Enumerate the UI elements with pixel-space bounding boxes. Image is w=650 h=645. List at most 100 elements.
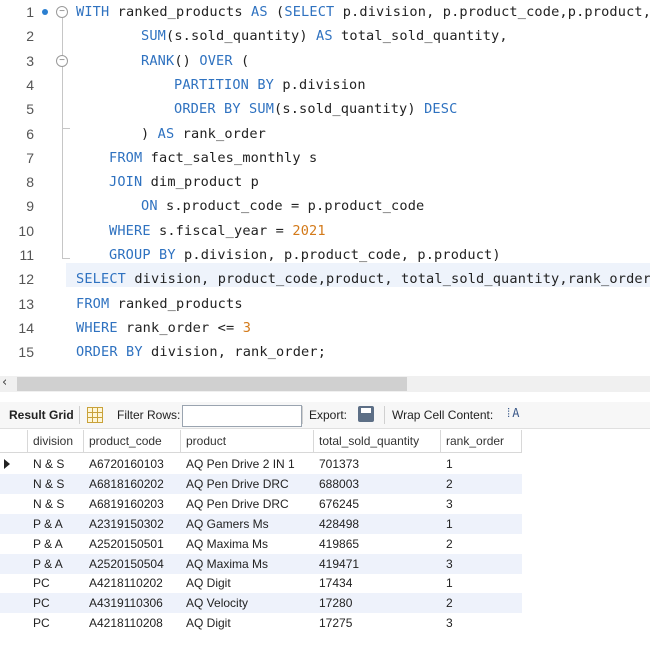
result-toolbar: Result Grid Filter Rows: Export: Wrap Ce… xyxy=(0,402,650,429)
line-number: 5 xyxy=(26,101,34,118)
cell-product[interactable]: AQ Velocity xyxy=(186,596,249,611)
cell-product[interactable]: AQ Maxima Ms xyxy=(186,556,269,571)
cell-product[interactable]: AQ Pen Drive DRC xyxy=(186,496,289,511)
export-icon[interactable] xyxy=(358,406,374,422)
horizontal-scrollbar[interactable]: ‹ xyxy=(0,375,650,392)
cell-product-code[interactable]: A4319110306 xyxy=(89,596,163,611)
grid-view-icon[interactable] xyxy=(87,407,103,423)
sql-keyword: OVER xyxy=(199,52,233,69)
cell-total-sold-quantity[interactable]: 17275 xyxy=(319,616,353,631)
statement-marker-icon xyxy=(42,9,48,15)
cell-product-code[interactable]: A4218110202 xyxy=(89,576,163,591)
code-text: PARTITION BY p.division xyxy=(174,73,366,97)
cell-division[interactable]: N & S xyxy=(33,457,65,471)
cell-rank-order[interactable]: 1 xyxy=(446,457,453,471)
cell-total-sold-quantity[interactable]: 428498 xyxy=(319,516,360,531)
cell-division[interactable]: PC xyxy=(33,616,50,631)
cell-total-sold-quantity[interactable]: 419471 xyxy=(319,556,360,571)
line-number: 2 xyxy=(26,28,34,45)
cell-total-sold-quantity[interactable]: 17280 xyxy=(319,596,353,611)
table-row[interactable]: N & S A6819160203 AQ Pen Drive DRC 676245 3 xyxy=(0,494,522,514)
cell-product-code[interactable]: A4218110208 xyxy=(89,616,163,631)
cell-rank-order[interactable]: 2 xyxy=(446,536,453,551)
cell-rank-order[interactable]: 2 xyxy=(446,596,453,611)
table-row[interactable]: P & A A2520150504 AQ Maxima Ms 419471 3 xyxy=(0,553,522,574)
sql-keyword: ON xyxy=(141,198,158,215)
fold-toggle-icon[interactable]: − xyxy=(56,54,68,67)
cell-division[interactable]: N & S xyxy=(33,496,65,511)
sql-text: ranked_products xyxy=(109,295,243,312)
table-row[interactable]: P & A A2319150302 AQ Gamers Ms 428498 1 xyxy=(0,513,522,534)
table-row[interactable]: PC A4319110306 AQ Velocity 17280 2 xyxy=(0,593,522,614)
column-header-total-sold-quantity[interactable]: total_sold_quantity xyxy=(314,430,441,452)
code-line[interactable]: 6) AS rank_order xyxy=(0,122,650,146)
cell-rank-order[interactable]: 3 xyxy=(446,496,453,511)
cell-rank-order[interactable]: 1 xyxy=(446,576,453,591)
cell-product[interactable]: AQ Pen Drive 2 IN 1 xyxy=(186,457,295,471)
column-header-product[interactable]: product xyxy=(181,430,314,452)
cell-product[interactable]: AQ Digit xyxy=(186,616,231,631)
cell-total-sold-quantity[interactable]: 688003 xyxy=(319,476,360,491)
cell-product[interactable]: AQ Maxima Ms xyxy=(186,536,269,551)
fold-toggle-icon[interactable]: − xyxy=(56,6,68,18)
cell-product-code[interactable]: A6819160203 xyxy=(89,496,164,511)
sql-keyword: GROUP BY xyxy=(109,247,176,263)
column-header-division[interactable]: division xyxy=(28,430,84,452)
table-row[interactable]: N & S A6720160103 AQ Pen Drive 2 IN 1 70137… xyxy=(0,454,522,474)
cell-product[interactable]: AQ Digit xyxy=(186,576,231,591)
result-grid-tab[interactable]: Result Grid xyxy=(9,408,74,422)
cell-product[interactable]: AQ Pen Drive DRC xyxy=(186,476,289,491)
code-text: SELECT division, product_code,product, t… xyxy=(76,267,650,291)
cell-product-code[interactable]: A2520150501 xyxy=(89,536,164,551)
table-row[interactable]: PC A4218110202 AQ Digit 17434 1 xyxy=(0,573,522,593)
cell-total-sold-quantity[interactable]: 701373 xyxy=(319,457,360,471)
cell-total-sold-quantity[interactable]: 676245 xyxy=(319,496,360,511)
cell-division[interactable]: N & S xyxy=(33,476,65,491)
cell-product[interactable]: AQ Gamers Ms xyxy=(186,516,269,531)
cell-rank-order[interactable]: 2 xyxy=(446,476,453,491)
cell-product-code[interactable]: A6818160202 xyxy=(89,476,164,491)
sql-editor[interactable]: 1−WITH ranked_products AS (SELECT p.divi… xyxy=(0,0,650,370)
scrollbar-thumb[interactable] xyxy=(17,377,407,391)
scroll-left-arrow-icon[interactable]: ‹ xyxy=(2,375,8,390)
sql-keyword: FROM xyxy=(76,295,110,312)
cell-division[interactable]: PC xyxy=(33,596,50,611)
table-row[interactable]: PC A4218110208 AQ Digit 17275 3 xyxy=(0,613,522,633)
sql-keyword: DESC xyxy=(424,101,458,118)
cell-rank-order[interactable]: 3 xyxy=(446,616,453,631)
cell-product-code[interactable]: A2520150504 xyxy=(89,556,164,571)
fold-guide-end xyxy=(62,128,70,129)
cell-rank-order[interactable]: 1 xyxy=(446,516,453,531)
cell-division[interactable]: PC xyxy=(33,576,50,591)
cell-total-sold-quantity[interactable]: 419865 xyxy=(319,536,360,551)
code-line[interactable]: 3−RANK() OVER ( xyxy=(0,49,650,73)
cell-product-code[interactable]: A2319150302 xyxy=(89,516,164,531)
table-row[interactable]: P & A A2520150501 AQ Maxima Ms 419865 2 xyxy=(0,534,522,554)
cell-division[interactable]: P & A xyxy=(33,516,63,531)
filter-rows-input[interactable] xyxy=(182,405,302,427)
wrap-cell-content-icon[interactable]: ⁞A xyxy=(505,406,520,420)
cell-division[interactable]: P & A xyxy=(33,556,63,571)
line-number: 12 xyxy=(18,271,34,288)
cell-rank-order[interactable]: 3 xyxy=(446,556,453,571)
code-line[interactable]: 12 SELECT division, product_code,product,… xyxy=(0,267,650,291)
cell-product-code[interactable]: A6720160103 xyxy=(89,457,164,471)
cell-total-sold-quantity[interactable]: 17434 xyxy=(319,576,353,591)
table-row[interactable]: N & S A6818160202 AQ Pen Drive DRC 688003 2 xyxy=(0,473,522,494)
code-line[interactable]: 1−WITH ranked_products AS (SELECT p.divi… xyxy=(0,0,650,24)
cell-division[interactable]: P & A xyxy=(33,536,63,551)
column-header-product-code[interactable]: product_code xyxy=(84,430,181,452)
column-header-rank-order[interactable]: rank_order xyxy=(441,430,522,452)
line-number: 9 xyxy=(26,198,34,215)
